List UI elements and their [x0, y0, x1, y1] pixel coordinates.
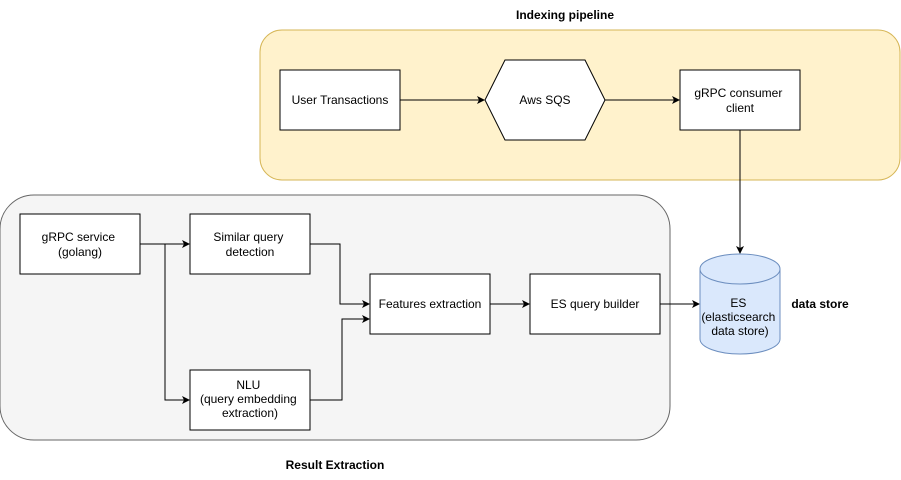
result-extraction-label: Result Extraction: [286, 458, 385, 472]
node-grpc-consumer: gRPC consumer client: [679, 69, 801, 131]
node-user-transactions-line: User Transactions: [292, 93, 389, 107]
edge-similar-query-to-features-extraction: [310, 243, 370, 308]
node-es-data-store: ES (elasticsearch data store): [699, 253, 781, 355]
svg-text:ES (elasticsearch: ES (elasticsearch data store): [701, 296, 778, 338]
node-es-store-line-1: ES: [730, 296, 746, 310]
node-grpc-consumer-line-2: client: [726, 101, 755, 115]
node-aws-sqs-line: Aws SQS: [519, 93, 570, 107]
svg-text:NLU (query embedding: NLU (query embedding extraction): [200, 378, 300, 420]
node-grpc-service-line-2: (golang): [58, 245, 102, 259]
node-es-query-builder: ES query builder: [529, 273, 661, 335]
node-grpc-service: gRPC service (golang): [19, 213, 141, 275]
svg-text:User Transactions: User Transactions: [292, 93, 389, 107]
indexing-pipeline-label: Indexing pipeline: [516, 8, 614, 22]
node-grpc-service-line-1: gRPC service: [42, 230, 116, 244]
node-nlu-line-3: extraction): [222, 406, 278, 420]
svg-text:Features extraction: Features extraction: [379, 297, 482, 311]
node-user-transactions: User Transactions: [279, 69, 401, 131]
node-features-extraction-line: Features extraction: [379, 297, 482, 311]
node-aws-sqs: Aws SQS: [484, 59, 606, 141]
node-es-store-line-3: data store): [711, 324, 768, 338]
edge-nlu-to-features-extraction: [310, 315, 370, 401]
data-store-label: data store: [791, 297, 849, 311]
svg-text:gRPC consumer client: gRPC consumer client: [694, 86, 785, 115]
svg-text:ES query builder: ES query builder: [551, 297, 640, 311]
node-features-extraction: Features extraction: [369, 273, 491, 335]
node-nlu: NLU (query embedding extraction): [189, 369, 311, 431]
node-es-query-builder-line: ES query builder: [551, 297, 640, 311]
es-store-cylinder-body: [699, 269, 781, 355]
svg-text:gRPC service (golang): gRPC service (golang): [42, 230, 119, 259]
node-es-store-line-2: (elasticsearch: [701, 310, 775, 324]
node-nlu-line-2: (query embedding: [200, 392, 297, 406]
es-store-cylinder-top: [699, 253, 781, 285]
svg-text:Similar query detection: Similar query detection: [213, 230, 286, 259]
svg-text:Aws SQS: Aws SQS: [519, 93, 570, 107]
result-extraction-group: [0, 194, 671, 441]
node-similar-query-detection: Similar query detection: [189, 213, 311, 275]
node-similar-query-line-1: Similar query: [213, 230, 283, 244]
edges: [140, 96, 744, 404]
node-nlu-line-1: NLU: [236, 378, 260, 392]
node-similar-query-line-2: detection: [226, 245, 275, 259]
edge-grpc-service-to-nlu: [140, 243, 190, 404]
node-grpc-consumer-line-1: gRPC consumer: [694, 86, 782, 100]
